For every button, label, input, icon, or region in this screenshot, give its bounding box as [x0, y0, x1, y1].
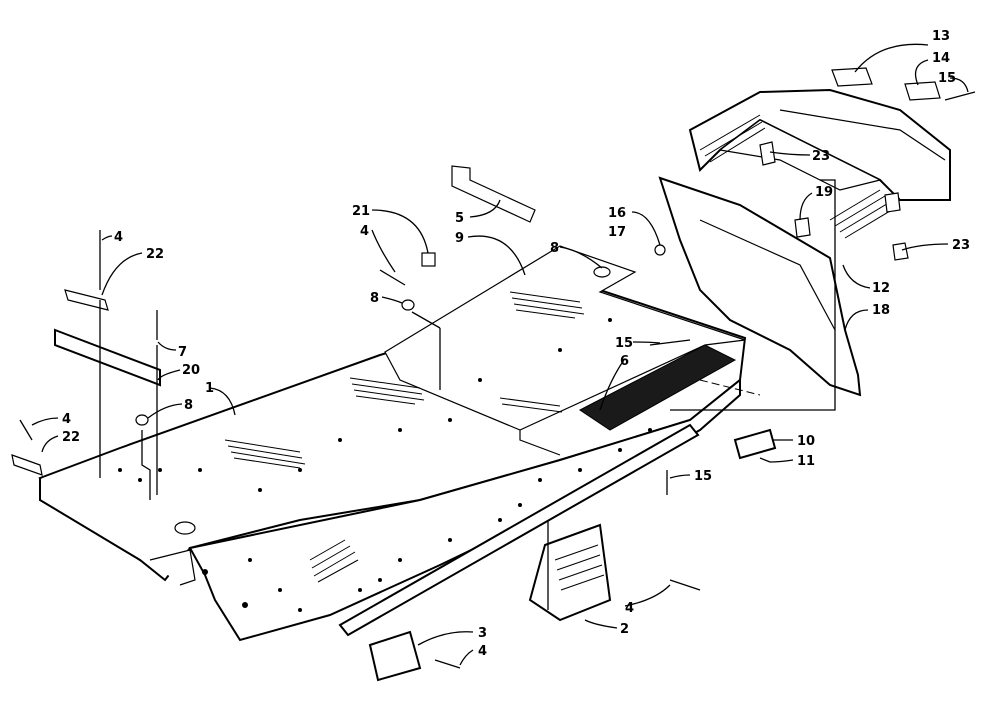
- bracket-2: [528, 523, 612, 622]
- callout-8: 8: [370, 291, 379, 306]
- callout-17: 17: [608, 225, 626, 240]
- tunnel-part: [38, 245, 747, 642]
- callout-15: 15: [938, 71, 956, 86]
- rivet-dots: [118, 318, 652, 612]
- callout-12: 12: [872, 281, 890, 296]
- callout-14: 14: [932, 51, 950, 66]
- callout-8: 8: [184, 398, 193, 413]
- plate-14: [904, 81, 941, 101]
- callout-22: 22: [146, 247, 164, 262]
- snow-flap-18: [658, 176, 862, 397]
- callout-9: 9: [455, 231, 464, 246]
- plate-10: [733, 428, 777, 460]
- callout-4: 4: [478, 644, 487, 659]
- callout-labels: 13 14 15 23 19 23 16 17 12 18 5 9 21 4 8…: [62, 29, 970, 659]
- strip-22b: [11, 454, 43, 476]
- callout-10: 10: [797, 434, 815, 449]
- callout-23: 23: [952, 238, 970, 253]
- callout-8: 8: [550, 241, 559, 256]
- callout-4: 4: [62, 412, 71, 427]
- callout-4: 4: [625, 601, 634, 616]
- rear-bumper-assembly: [688, 88, 951, 239]
- fasteners: [19, 91, 976, 669]
- callout-18: 18: [872, 303, 890, 318]
- callout-1: 1: [205, 381, 214, 396]
- reference-lines: [99, 179, 836, 610]
- plate-13: [831, 67, 873, 87]
- callout-6: 6: [620, 354, 629, 369]
- callout-15: 15: [694, 469, 712, 484]
- decal-6: [579, 344, 737, 431]
- callout-15: 15: [615, 336, 633, 351]
- callout-22: 22: [62, 430, 80, 445]
- callout-16: 16: [608, 206, 626, 221]
- plate-3: [368, 630, 422, 682]
- callout-11: 11: [797, 454, 815, 469]
- callout-2: 2: [620, 622, 629, 637]
- callout-20: 20: [182, 363, 200, 378]
- strip-20: [54, 328, 161, 387]
- callout-5: 5: [455, 211, 464, 226]
- strip-22a: [64, 289, 109, 311]
- callout-7: 7: [178, 345, 187, 360]
- flap-5: [451, 165, 536, 223]
- callout-21: 21: [352, 204, 370, 219]
- callout-13: 13: [932, 29, 950, 44]
- callout-4: 4: [360, 224, 369, 239]
- leader-lines: [31, 43, 969, 666]
- callout-3: 3: [478, 626, 487, 641]
- callout-19: 19: [815, 185, 833, 200]
- callout-4: 4: [114, 230, 123, 245]
- callout-23: 23: [812, 149, 830, 164]
